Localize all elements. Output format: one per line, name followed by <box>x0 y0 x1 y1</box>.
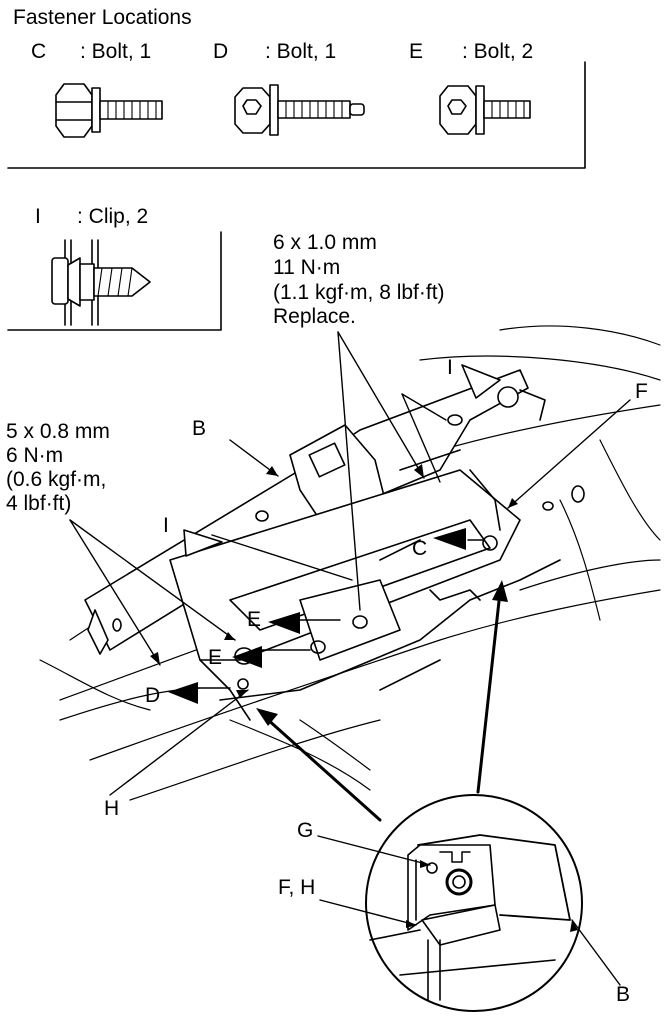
fastener-desc-d: : Bolt, 1 <box>265 40 337 63</box>
fastener-code-e: E <box>409 40 424 63</box>
callout-g: G <box>297 819 314 842</box>
arrowheads <box>150 464 578 932</box>
detail-circle <box>365 794 583 1012</box>
steering-support-frame <box>169 386 561 721</box>
callout-c: C <box>412 537 428 560</box>
bolt-c-icon <box>55 83 163 138</box>
spec-upper-line3: (1.1 kgf·m, 8 lbf·ft) <box>273 281 445 304</box>
callout-b-detail: B <box>616 983 631 1006</box>
bolt-d-icon <box>234 84 365 136</box>
callout-d: D <box>145 684 161 707</box>
spec-left-line3: (0.6 kgf·m, <box>6 468 107 491</box>
callout-triangles-open <box>183 364 501 557</box>
detail-arrows <box>264 590 502 822</box>
callout-triangles-solid <box>168 528 466 704</box>
fastener-desc-e: : Bolt, 2 <box>462 40 534 63</box>
spec-left-line1: 5 x 0.8 mm <box>6 420 110 443</box>
spec-left-line4: 4 lbf·ft) <box>6 492 72 515</box>
callout-f-h: F, H <box>278 876 316 899</box>
spec-upper-line1: 6 x 1.0 mm <box>273 231 377 254</box>
callout-e-lower: E <box>208 646 223 669</box>
spec-upper-line4: Replace. <box>273 305 356 328</box>
spec-upper-line2: 11 N·m <box>273 256 341 279</box>
fastener-code-c: C <box>31 40 47 63</box>
callout-b: B <box>192 417 207 440</box>
clip-box-border <box>7 231 222 331</box>
clip-i-icon <box>51 239 151 326</box>
fastener-code-d: D <box>213 40 229 63</box>
callout-f: F <box>635 380 648 403</box>
fastener-title: Fastener Locations <box>13 6 192 29</box>
fastener-desc-c: : Bolt, 1 <box>80 40 152 63</box>
spec-left-line2: 6 N·m <box>6 444 64 467</box>
clip-desc: : Clip, 2 <box>77 205 149 228</box>
callout-e-upper: E <box>247 608 262 631</box>
fastener-box-border <box>7 61 586 169</box>
callout-i-left: I <box>163 514 169 537</box>
bolt-e-icon <box>439 85 531 135</box>
leader-lines <box>69 331 631 986</box>
clip-code: I <box>35 205 41 228</box>
callout-h: H <box>104 797 120 820</box>
callout-i-top: I <box>447 356 453 379</box>
